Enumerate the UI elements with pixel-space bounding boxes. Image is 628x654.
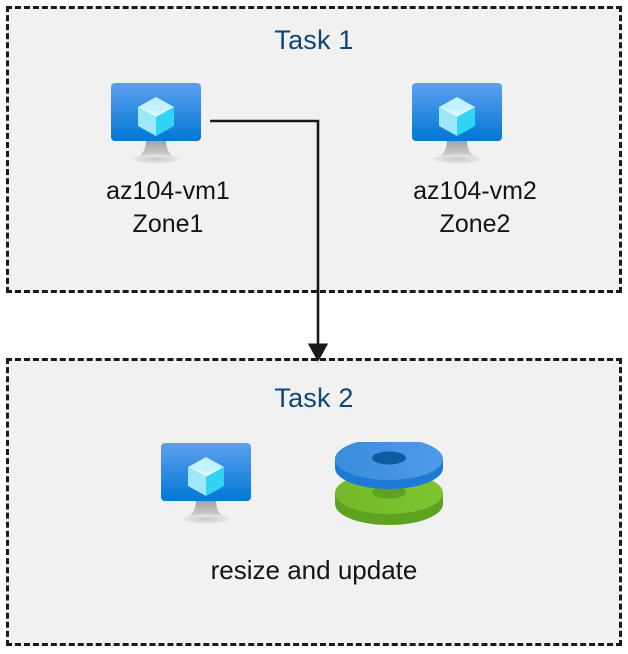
virtual-machine-icon bbox=[409, 80, 513, 168]
virtual-machine-icon bbox=[108, 80, 212, 168]
resize-and-update-caption: resize and update bbox=[210, 555, 418, 585]
task-2-title: Task 2 bbox=[274, 383, 354, 413]
task-2-group-box bbox=[6, 358, 622, 646]
managed-disks-icon bbox=[333, 438, 445, 532]
vm2-label: az104-vm2 Zone2 bbox=[413, 177, 537, 238]
task-1-title: Task 1 bbox=[274, 25, 354, 55]
virtual-machine-icon bbox=[158, 440, 262, 528]
vm1-label: az104-vm1 Zone1 bbox=[106, 177, 230, 238]
